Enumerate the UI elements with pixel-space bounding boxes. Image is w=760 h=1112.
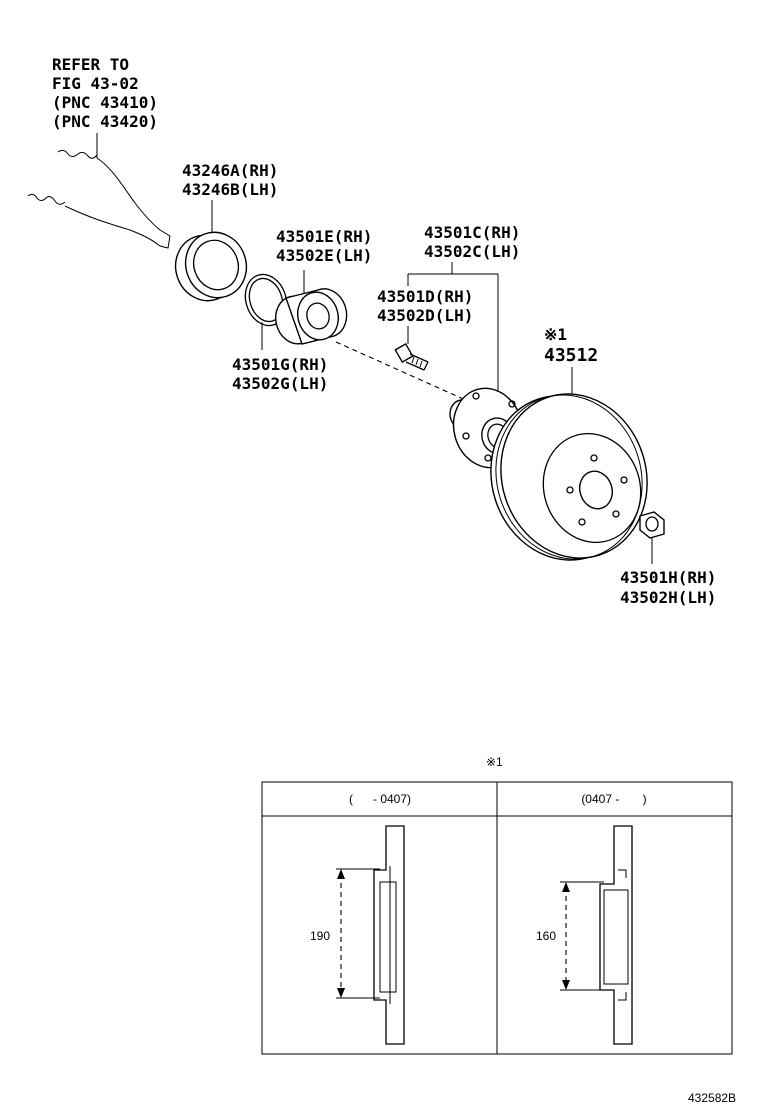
nut-rh-label: 43501H(RH) xyxy=(620,568,716,587)
bearing-rh-label: 43501E(RH) xyxy=(276,227,372,246)
refer-line-2: FIG 43-02 xyxy=(52,74,139,93)
hub-lh-label: 43502C(LH) xyxy=(424,242,520,261)
refer-line-1: REFER TO xyxy=(52,55,129,74)
brake-disc xyxy=(490,393,648,561)
refer-line-3: (PNC 43410) xyxy=(52,93,158,112)
hub-rh-label: 43501C(RH) xyxy=(424,223,520,242)
snap-ring-lh-label: 43502G(LH) xyxy=(232,374,328,393)
disc-section-160 xyxy=(560,825,633,1045)
hub-bolt-rh-label: 43501D(RH) xyxy=(377,287,473,306)
figure-code: 432582B xyxy=(688,1091,736,1105)
drive-shaft-sketch xyxy=(27,133,171,249)
disc-note-label: ※1 xyxy=(544,325,567,344)
dimension-160: 160 xyxy=(536,929,556,943)
refer-label: REFER TO FIG 43-02 (PNC 43410) (PNC 4342… xyxy=(52,55,158,131)
hub-leader xyxy=(407,262,499,402)
hub-bolt xyxy=(394,326,429,371)
snap-ring-rh-label: 43501G(RH) xyxy=(232,355,328,374)
hub-nut xyxy=(639,511,665,564)
detail-table xyxy=(261,781,733,1055)
seal-lh-label: 43246B(LH) xyxy=(182,180,278,199)
refer-line-4: (PNC 43420) xyxy=(52,112,158,131)
detail-note: ※1 xyxy=(486,755,503,769)
seal-rh-label: 43246A(RH) xyxy=(182,161,278,180)
disc-section-190 xyxy=(336,825,405,1045)
oil-seal xyxy=(174,200,248,302)
bearing-lh-label: 43502E(LH) xyxy=(276,246,372,265)
detail-col1-header: ( - 0407) xyxy=(349,792,411,806)
hub-bearing xyxy=(275,270,348,345)
disc-label: 43512 xyxy=(544,345,598,366)
detail-col2-header: (0407 - ) xyxy=(581,792,646,806)
nut-lh-label: 43502H(LH) xyxy=(620,588,716,607)
snap-ring xyxy=(244,273,288,350)
dimension-190: 190 xyxy=(310,929,330,943)
hub-bolt-lh-label: 43502D(LH) xyxy=(377,306,473,325)
